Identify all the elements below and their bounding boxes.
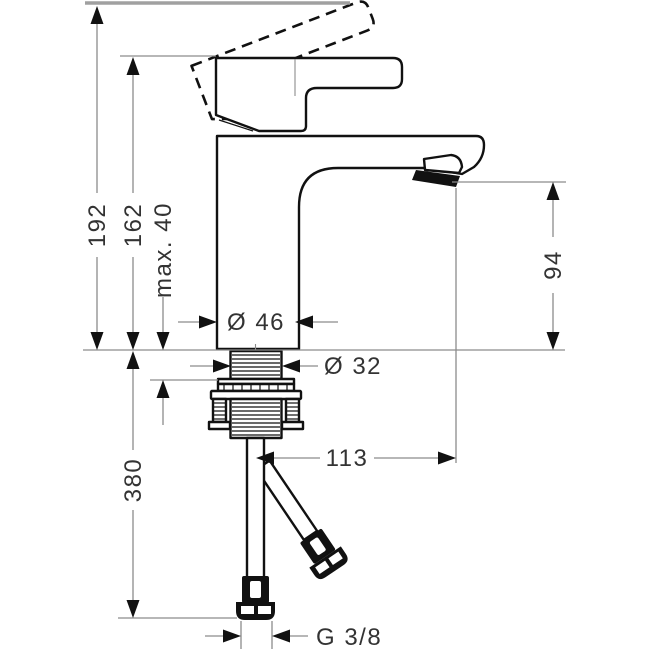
label-total-height: 192 [84, 203, 111, 248]
label-hose-length: 380 [120, 458, 147, 503]
label-body-height: 162 [120, 203, 147, 248]
label-base-diameter: Ø 46 [227, 309, 285, 336]
faucet-body [215, 134, 486, 351]
label-spout-height: 94 [540, 250, 567, 280]
extension-lines [83, 1, 566, 649]
dimension-labels: 192 162 max. 40 380 94 Ø 46 Ø 32 113 G 3… [84, 202, 567, 650]
supply-hose-vertical [236, 436, 275, 620]
aerator-outline [422, 153, 464, 175]
label-thread-size: G 3/8 [316, 624, 382, 650]
dimension-lines [90, 6, 560, 643]
faucet-handle [214, 56, 404, 133]
mounting-stack [207, 349, 305, 440]
label-shaft-diameter: Ø 32 [324, 353, 382, 380]
label-spout-reach: 113 [326, 445, 369, 472]
supply-hose-angled [255, 459, 348, 580]
label-max-counter-thickness: max. 40 [150, 202, 177, 298]
aerator-icon [412, 170, 460, 187]
